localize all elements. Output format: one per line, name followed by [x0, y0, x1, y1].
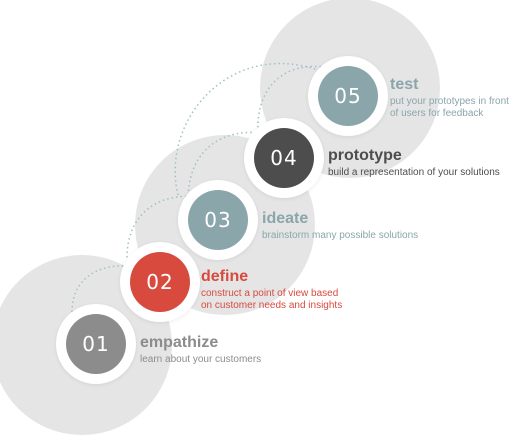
- step-test-text: test put your prototypes in front of use…: [390, 76, 509, 120]
- step-empathize-desc-line-1: learn about your customers: [140, 354, 262, 365]
- step-prototype-text: prototype build a representation of your…: [328, 147, 500, 179]
- step-define-circle: 02: [120, 242, 200, 322]
- step-test-number: 05: [318, 66, 378, 126]
- step-prototype-desc-line-1: build a representation of your solutions: [328, 167, 500, 178]
- step-define-desc-line-1: construct a point of view based: [201, 288, 339, 299]
- step-empathize-number: 01: [66, 314, 126, 374]
- step-ideate-circle: 03: [178, 180, 258, 260]
- step-test-title: test: [390, 76, 419, 93]
- step-ideate-text: ideate brainstorm many possible solution…: [262, 210, 418, 242]
- step-define-title: define: [201, 268, 249, 285]
- step-empathize-circle: 01: [56, 304, 136, 384]
- step-empathize-text: empathize learn about your customers: [140, 334, 261, 366]
- step-ideate-title: ideate: [262, 210, 309, 227]
- step-test-circle: 05: [308, 56, 388, 136]
- connector-prototype-test: [257, 65, 331, 133]
- step-define-number: 02: [130, 252, 190, 312]
- step-prototype-title: prototype: [328, 147, 402, 164]
- step-test-desc-line-1: put your prototypes in front: [390, 96, 509, 107]
- step-prototype-circle: 04: [244, 118, 324, 198]
- step-define-desc-line-2: on customer needs and insights: [201, 300, 343, 311]
- step-define-text: define construct a point of view based o…: [201, 268, 342, 312]
- step-prototype-number: 04: [254, 128, 314, 188]
- step-ideate-desc-line-1: brainstorm many possible solutions: [262, 230, 419, 241]
- step-test-desc-line-2: of users for feedback: [390, 108, 484, 119]
- step-ideate-number: 03: [188, 190, 248, 250]
- step-empathize-title: empathize: [140, 334, 219, 351]
